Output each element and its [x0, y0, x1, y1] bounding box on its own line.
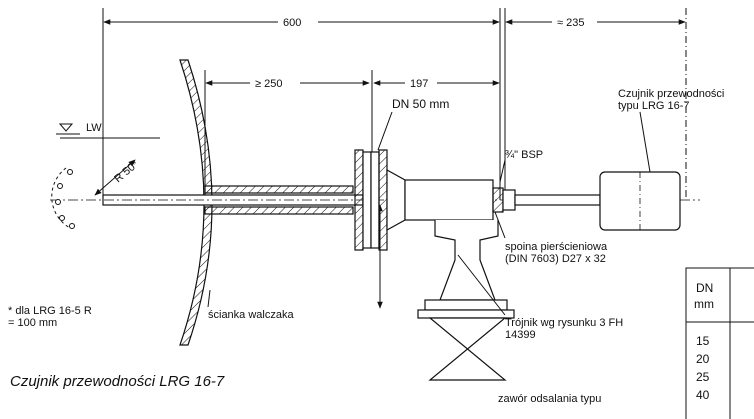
wall-label: ścianka walczaka — [208, 309, 294, 321]
flanges — [354, 149, 388, 251]
valve-label: zawór odsalania typu — [498, 393, 601, 405]
radius-arc-markers — [55, 169, 75, 229]
tee-body — [386, 168, 515, 319]
tee-label-line2: 14399 — [505, 329, 536, 341]
table-cell-dn: 40 — [696, 388, 710, 402]
dim-tee: 197 — [410, 78, 428, 90]
figure-caption: Czujnik przewodności LRG 16-7 — [10, 373, 225, 390]
tee-label-line1: Trójnik wg rysunku 3 FH — [505, 317, 623, 329]
table-header-dn: DN — [696, 281, 713, 295]
valve-symbol — [428, 317, 507, 381]
bsp-label: ¾" BSP — [505, 149, 543, 161]
dn-table: DN mm 15 20 25 40 — [685, 267, 754, 419]
boiler-wall — [179, 59, 213, 346]
radius-arc — [51, 167, 71, 229]
sensor-label-line2: typu LRG 16-7 — [618, 100, 690, 112]
water-level-mark — [56, 123, 160, 139]
radius-leader — [94, 159, 136, 196]
note-line2: = 100 mm — [8, 317, 57, 329]
note-line1: * dla LRG 16-5 R — [8, 305, 92, 317]
sensor-head — [492, 171, 681, 231]
radius-label: R 50* — [112, 158, 141, 185]
weld-label-line1: spoina pierścieniowa — [505, 241, 608, 253]
table-header-mm: mm — [694, 297, 714, 311]
sensor-label-line1: Czujnik przewodności — [618, 88, 724, 100]
table-cell-dn: 15 — [696, 334, 710, 348]
dn-label: DN 50 mm — [392, 97, 449, 111]
dim-insertion: ≥ 250 — [255, 78, 282, 90]
lw-label: LW — [86, 122, 102, 134]
leader-lines — [207, 111, 651, 316]
table-cell-dn: 25 — [696, 370, 710, 384]
table-cell-dn: 20 — [696, 352, 710, 366]
dim-total: 600 — [283, 17, 301, 29]
dim-right: ≈ 235 — [557, 17, 584, 29]
weld-label-line2: (DIN 7603) D27 x 32 — [505, 253, 606, 265]
